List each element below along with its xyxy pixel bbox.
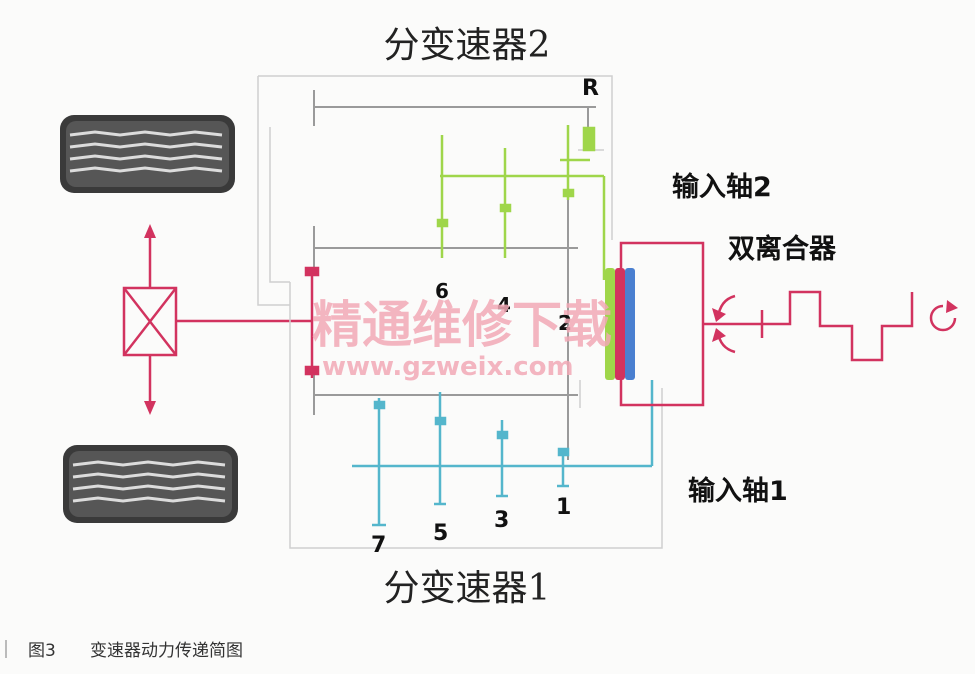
gear-label-5: 5 <box>433 521 448 546</box>
dual-clutch-label: 双离合器 <box>728 233 837 265</box>
input-shaft-1-label: 输入轴1 <box>688 475 788 507</box>
input-shaft-2 <box>436 125 606 280</box>
watermark-main: 精通维修下载 <box>312 296 612 354</box>
sub-gearbox-2-title: 分变速器2 <box>384 25 551 66</box>
gear-label-7: 7 <box>371 533 386 558</box>
caption-text: 变速器动力传递简图 <box>90 641 243 661</box>
caption-figure-number: 图3 <box>28 641 56 661</box>
input-shaft-2-label: 输入轴2 <box>672 171 772 203</box>
gear-label-1: 1 <box>556 495 571 520</box>
output-drive <box>304 266 320 378</box>
gear-label-3: 3 <box>494 508 509 533</box>
gear-label-reverse: R <box>582 76 599 101</box>
gear-label-6: 6 <box>435 279 449 303</box>
gear-label-4: 4 <box>497 293 511 317</box>
engine-crankshaft-icon <box>712 290 958 362</box>
dual-clutch-icon <box>605 241 764 407</box>
tire-top-icon <box>60 115 235 193</box>
sub-gearbox-1-title: 分变速器1 <box>384 568 551 609</box>
input-shaft-1 <box>352 380 654 527</box>
gear-label-2: 2 <box>558 311 572 335</box>
watermark-url: www.gzweix.com <box>322 352 574 382</box>
output-shafts <box>313 90 596 460</box>
differential-icon <box>122 224 312 415</box>
tire-bottom-icon <box>63 445 238 523</box>
